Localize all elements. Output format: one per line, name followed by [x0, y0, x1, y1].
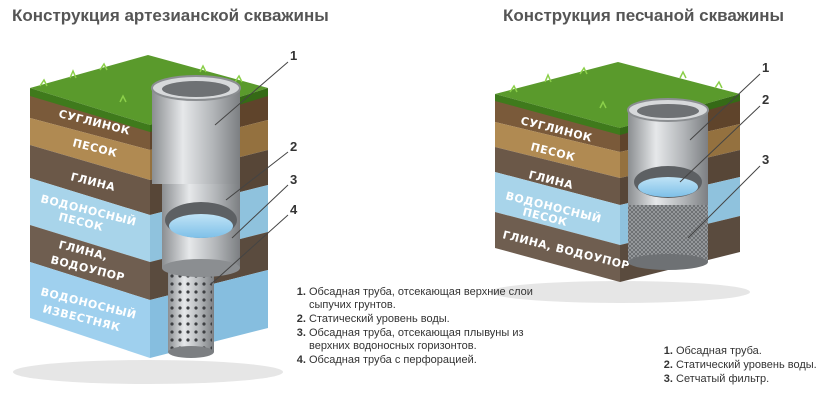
sand-legend-item-3: Сетчатый фильтр. — [676, 373, 835, 386]
artesian-legend-item-2: Статический уровень воды. — [309, 313, 539, 326]
sand-legend: Обсадная труба. Статический уровень воды… — [658, 345, 835, 387]
artesian-legend: Обсадная труба, отсекающая верхние слои … — [291, 286, 539, 368]
callout-2: 2 — [290, 139, 297, 154]
callout-4: 4 — [290, 202, 298, 217]
artesian-soil-block — [13, 55, 283, 384]
artesian-well-title: Конструкция артезианской скважины — [12, 6, 329, 25]
artesian-legend-item-4: Обсадная труба с перфорацией. — [309, 354, 539, 367]
artesian-callouts: 1 2 3 4 — [209, 48, 298, 286]
sand-callouts: 1 2 3 — [679, 60, 769, 239]
artesian-legend-item-1: Обсадная труба, отсекающая верхние слои … — [309, 286, 539, 312]
sand-callout-1: 1 — [762, 60, 769, 75]
sand-legend-item-1: Обсадная труба. — [676, 345, 835, 358]
sand-well-title: Конструкция песчаной скважины — [503, 6, 785, 25]
sand-callout-3: 3 — [762, 152, 769, 167]
callout-1: 1 — [290, 48, 297, 63]
artesian-casing-pipes — [151, 75, 241, 358]
sand-casing-pipe — [627, 98, 709, 270]
artesian-legend-item-3: Обсадная труба, отсекающая плывуны из ве… — [309, 327, 539, 353]
sand-legend-item-2: Статический уровень воды. — [676, 359, 835, 372]
sand-callout-2: 2 — [762, 92, 769, 107]
callout-3: 3 — [290, 172, 297, 187]
